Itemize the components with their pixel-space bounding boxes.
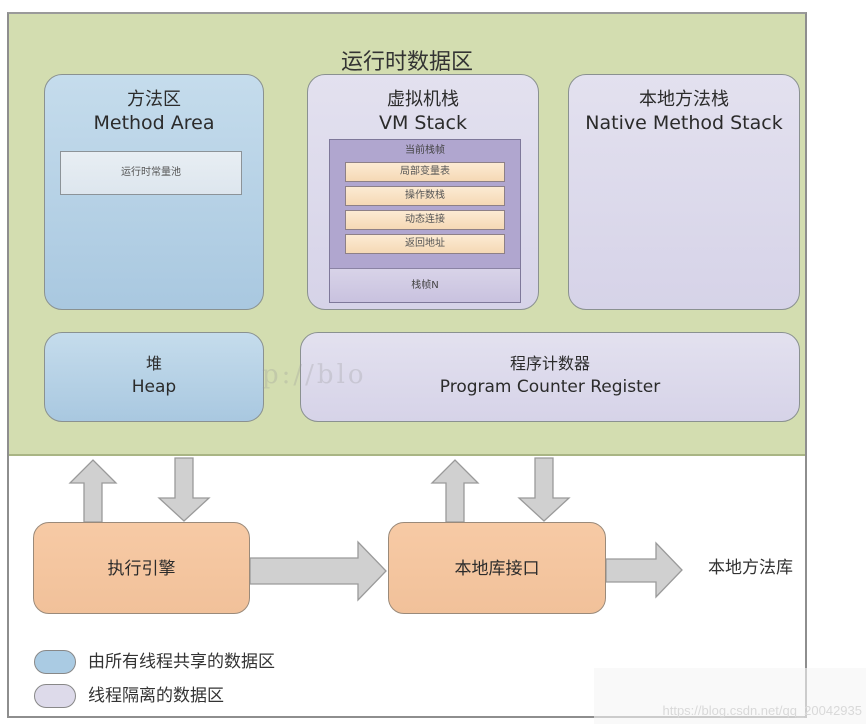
heap-box: 堆 Heap: [44, 332, 264, 422]
watermark-corner-text: https://blog.csdn.net/qq_20042935: [662, 703, 863, 718]
pc-register-title-cn: 程序计数器: [509, 354, 590, 373]
legend-label-shared: 由所有线程共享的数据区: [88, 652, 275, 672]
legend-swatch-shared: [34, 650, 76, 674]
vm-stack-box: 虚拟机栈 VM Stack 当前栈帧 局部变量表 操作数栈 动态连接 返回地址 …: [307, 74, 539, 310]
native-interface-box: 本地库接口: [388, 522, 606, 614]
legend-swatch-isolated: [34, 684, 76, 708]
current-frame-label: 当前栈帧: [405, 145, 445, 156]
pc-register-box: 程序计数器 Program Counter Register: [300, 332, 800, 422]
method-area-box: 方法区 Method Area 运行时常量池: [44, 74, 264, 310]
method-area-title-en: Method Area: [93, 112, 215, 134]
native-method-stack-box: 本地方法栈 Native Method Stack: [568, 74, 800, 310]
frame-n-label: 栈帧N: [330, 268, 520, 302]
heap-title-cn: 堆: [145, 354, 162, 373]
frame-item-dynamic-linking: 动态连接: [345, 210, 505, 230]
native-stack-title-en: Native Method Stack: [585, 112, 783, 134]
pc-register-title-en: Program Counter Register: [439, 377, 661, 397]
heap-title-en: Heap: [131, 377, 177, 397]
method-area-title-cn: 方法区: [127, 89, 181, 110]
stack-frames: 当前栈帧 局部变量表 操作数栈 动态连接 返回地址 栈帧N: [329, 139, 521, 303]
execution-engine-box: 执行引擎: [33, 522, 250, 614]
vm-stack-title-en: VM Stack: [378, 112, 468, 134]
vm-stack-title-cn: 虚拟机栈: [387, 89, 459, 110]
runtime-constant-pool: 运行时常量池: [60, 151, 242, 195]
frame-item-return-address: 返回地址: [345, 234, 505, 254]
frame-item-local-variables: 局部变量表: [345, 162, 505, 182]
watermark-corner: https://blog.csdn.net/qq_20042935: [594, 668, 866, 724]
runtime-area-title: 运行时数据区: [340, 50, 473, 75]
legend-label-isolated: 线程隔离的数据区: [88, 686, 224, 706]
native-stack-title-cn: 本地方法栈: [639, 89, 729, 110]
native-library-label: 本地方法库: [708, 558, 793, 578]
frame-item-operand-stack: 操作数栈: [345, 186, 505, 206]
